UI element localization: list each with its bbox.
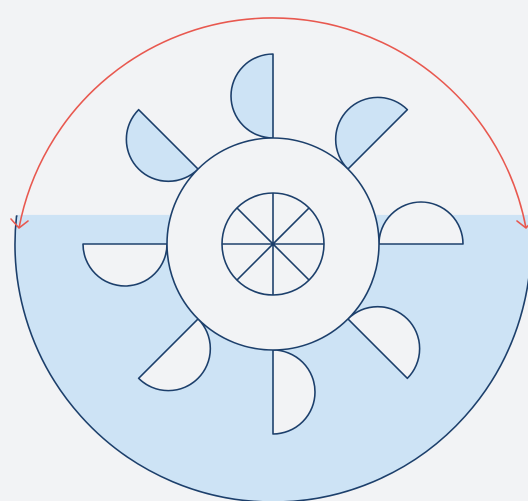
hub-spokes xyxy=(222,193,324,295)
wheel-blade xyxy=(336,97,408,169)
wheel-blade xyxy=(379,202,463,244)
wheel-blade xyxy=(126,110,198,182)
wheel-blade xyxy=(231,54,273,138)
